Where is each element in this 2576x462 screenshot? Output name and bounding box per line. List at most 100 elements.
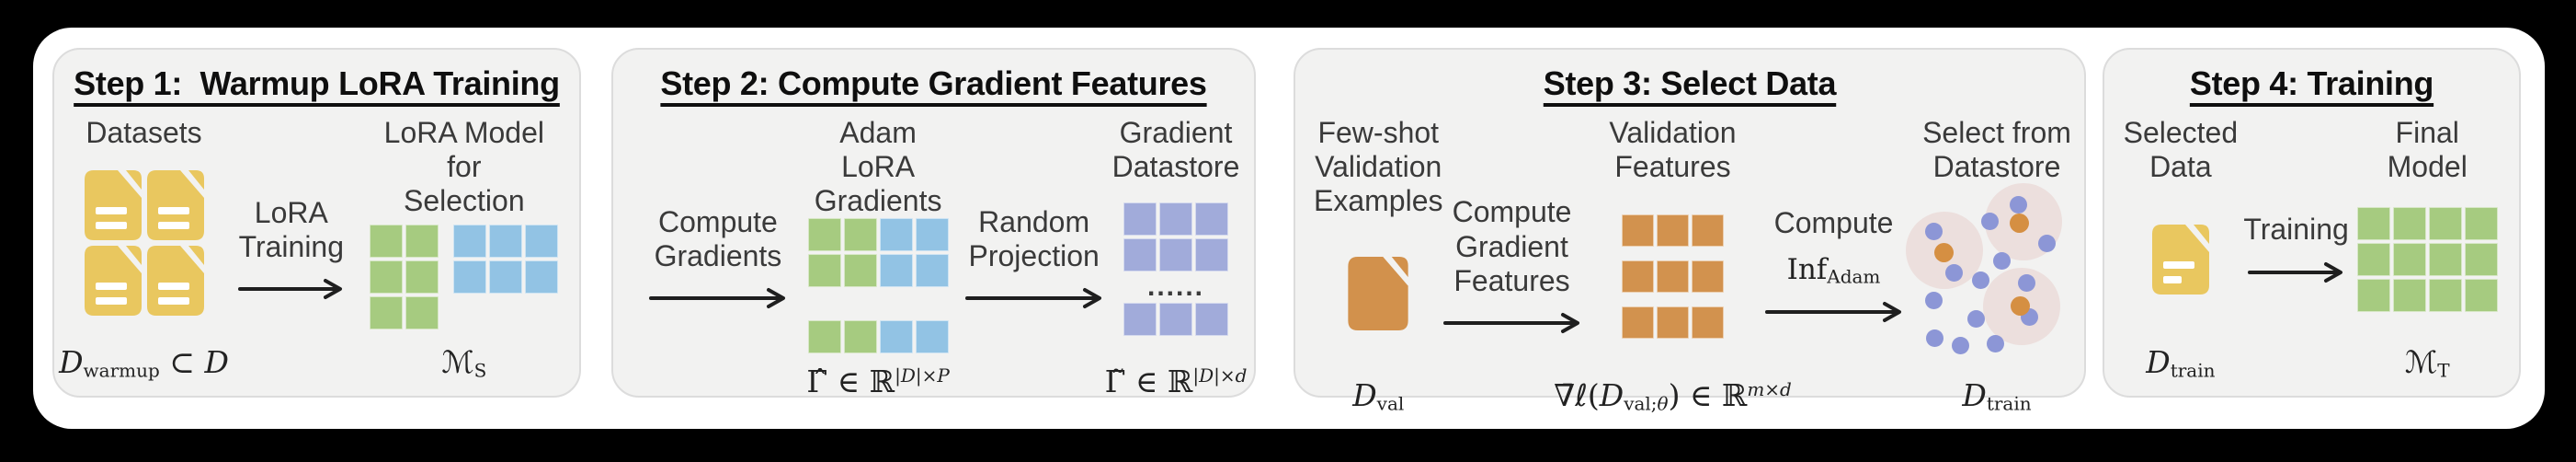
- training-label: Training: [2243, 213, 2349, 247]
- matrix-cell: [370, 260, 404, 294]
- final-model-label: Final Model: [2387, 116, 2468, 184]
- matrix-cell: [879, 218, 913, 252]
- matrix-cell: [807, 254, 841, 288]
- matrix-cell: [1622, 214, 1654, 247]
- arrow-right-icon: [1442, 312, 1579, 333]
- matrix-cell: [1622, 306, 1654, 339]
- matrix-cell: [2356, 279, 2390, 313]
- datapoint-dot: [1966, 310, 1985, 329]
- gradient-datastore-column: Gradient Datastore ...... Γ̃ ∈ ℝ|D|×d: [1105, 116, 1248, 399]
- document-icon: [147, 170, 204, 240]
- compute-gradients-arrow-column: Compute Gradients: [632, 116, 804, 399]
- matrix-cell: [1692, 260, 1724, 293]
- matrix-cell: [453, 260, 487, 294]
- document-icon: [2152, 225, 2209, 295]
- matrix-purple: [1123, 202, 1228, 271]
- panel-step3: Step 3: Select Data Few-shot Validation …: [1294, 48, 2086, 414]
- select-datastore-graphic: [1903, 183, 2092, 368]
- datapoint-dot: [2009, 196, 2027, 214]
- matrix-cell: [1622, 260, 1654, 293]
- selected-data-label: Selected Data: [2123, 116, 2239, 184]
- dval-math: Dval: [1352, 376, 1405, 415]
- arrow-right-icon: [648, 288, 785, 309]
- matrix-cell: [405, 260, 439, 294]
- matrix-green-final: [2356, 207, 2498, 313]
- datapoint-dot: [1986, 335, 2004, 353]
- compute-influence-arrow-column: Compute InfAdam: [1764, 116, 1903, 414]
- panel-step1-title: Step 1: Warmup LoRA Training: [74, 64, 560, 102]
- arrow-right-icon: [2248, 261, 2343, 283]
- lora-training-label: LoRA Training: [238, 195, 345, 263]
- lora-training-arrow-column: LoRA Training: [215, 116, 368, 381]
- adam-gradient-matrices: [807, 218, 949, 354]
- select-datastore-column: Select from Datastore: [1903, 116, 2092, 414]
- panel-step4-title: Step 4: Training: [2189, 64, 2434, 102]
- matrix-cell: [2356, 243, 2390, 277]
- datapoint-dot: [1980, 213, 1999, 231]
- matrix-cell: [1123, 237, 1157, 271]
- panel-step1: Step 1: Warmup LoRA Training Datasets Dw…: [52, 48, 581, 398]
- selected-data-column: Selected Data Dtrain: [2123, 116, 2239, 381]
- datapoint-dot: [2017, 274, 2035, 293]
- compute-gradients-arrow-group: Compute Gradients: [648, 205, 787, 310]
- dtrain-math: Dtrain: [1962, 376, 2032, 415]
- lora-training-arrow-group: LoRA Training: [238, 196, 344, 301]
- random-projection-arrow-column: Random Projection: [952, 116, 1116, 399]
- validation-examples-column: Few-shot Validation Examples Dval: [1314, 116, 1443, 414]
- compute-gradient-features-arrow-group: Compute Gradient Features: [1442, 195, 1581, 334]
- document-icon: [147, 246, 204, 316]
- document-icon: [85, 246, 142, 316]
- arrow-right-icon: [1764, 302, 1901, 323]
- validation-feature-matrices: [1622, 214, 1724, 339]
- final-model-column: Final Model ℳT: [2354, 116, 2501, 381]
- matrix-cell: [807, 320, 841, 354]
- gamma-hat-math: Γ̂ ∈ ℝ|D|×P: [806, 364, 950, 400]
- selection-model-math: ℳS: [441, 343, 487, 381]
- lora-model-column: LoRA Model for Selection: [368, 116, 561, 381]
- dataset-documents: [85, 170, 204, 316]
- ellipsis-dots: ......: [1146, 271, 1204, 302]
- adam-gradients-graphic: [807, 218, 949, 354]
- matrix-cell: [2464, 207, 2498, 241]
- panel-step3-body: Few-shot Validation Examples Dval Comput…: [1314, 116, 2071, 414]
- matrix-cell: [879, 254, 913, 288]
- adam-gradients-column: Adam LoRA Gradients Γ̂ ∈ ℝ|D|×P: [804, 116, 952, 399]
- matrix-cell: [489, 260, 523, 294]
- matrix-cell: [370, 295, 404, 329]
- lora-model-label: LoRA Model for Selection: [383, 116, 544, 218]
- panel-step2-body: Compute Gradients Adam LoRA Gradients: [632, 116, 1248, 399]
- matrix-blue: [453, 224, 559, 294]
- lora-model-graphic: [370, 218, 559, 335]
- selected-datapoint-dot: [2010, 296, 2030, 317]
- matrix-cell: [2464, 279, 2498, 313]
- datasets-column: Datasets Dwarmup ⊂ D: [59, 116, 229, 381]
- training-arrow-group: Training: [2243, 213, 2349, 283]
- validation-examples-graphic: [1348, 218, 1408, 368]
- matrix-green-blue-row: [807, 320, 949, 354]
- matrix-cell: [1195, 302, 1228, 336]
- matrix-cell: [843, 320, 877, 354]
- matrix-cell: [915, 320, 949, 354]
- validation-features-label: Validation Features: [1609, 116, 1737, 184]
- matrix-cell: [843, 254, 877, 288]
- matrix-cell: [2428, 279, 2462, 313]
- selected-datapoint-dot: [2009, 214, 2029, 234]
- gamma-tilde-math: Γ̃ ∈ ℝ|D|×d: [1104, 364, 1248, 400]
- matrix-cell: [1692, 214, 1724, 247]
- panel-step2: Step 2: Compute Gradient Features Comput…: [611, 48, 1256, 399]
- random-projection-arrow-group: Random Projection: [964, 205, 1103, 310]
- validation-features-graphic: [1622, 184, 1724, 368]
- datasets-graphic: [85, 150, 204, 335]
- matrix-cell: [1657, 214, 1689, 247]
- matrix-cell: [525, 224, 559, 258]
- adam-gradients-label: Adam LoRA Gradients: [814, 116, 942, 218]
- matrix-cell: [370, 224, 404, 258]
- inf-adam-math: InfAdam: [1786, 252, 1881, 288]
- matrix-orange-row: [1622, 214, 1724, 247]
- matrix-cell: [1159, 237, 1192, 271]
- datapoint-dot: [1951, 337, 1969, 355]
- compute-influence-label: Compute: [1773, 205, 1894, 239]
- arrow-right-icon: [964, 288, 1101, 309]
- dtrain-math: Dtrain: [2146, 343, 2216, 381]
- matrix-cell: [453, 224, 487, 258]
